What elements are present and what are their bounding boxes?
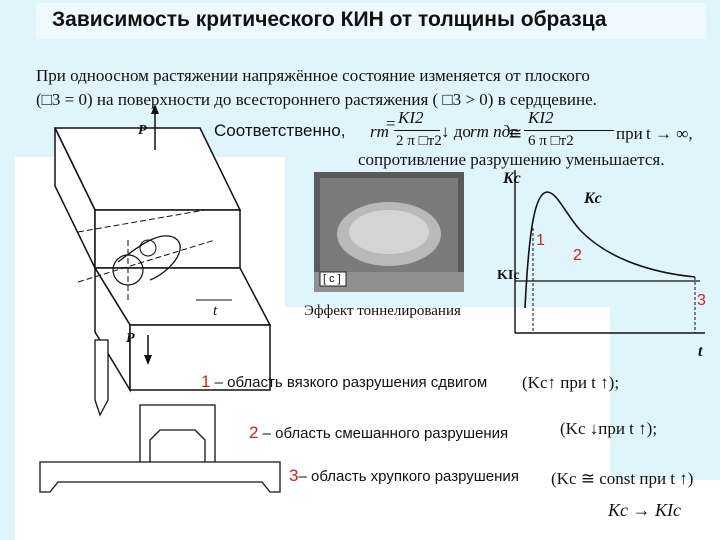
region-3-text: – область хрупкого разрушения xyxy=(298,468,519,485)
conclusion-panel xyxy=(610,480,720,540)
fracture-photo xyxy=(314,172,464,292)
formula-num-2: KI2 xyxy=(528,108,554,127)
thickness-label: t xyxy=(213,303,218,319)
formula-limit: t → ∞, xyxy=(646,124,693,143)
region-1-number: 1 xyxy=(201,372,211,391)
axis-dashed-2 xyxy=(77,239,216,283)
plot-zone-2: 2 xyxy=(573,247,582,264)
force-arrow-top-head xyxy=(151,104,159,114)
profile-mixed xyxy=(139,404,216,466)
axis-dashed-1 xyxy=(77,209,206,233)
photo-caption: Эффект тоннелирования xyxy=(304,303,461,319)
plot-kic-label: KIc xyxy=(497,268,520,283)
conclusion: Kc → KIc xyxy=(608,500,681,520)
crack-front xyxy=(117,235,181,281)
photo-tag: [ c ] xyxy=(323,273,341,285)
intro-line-1: При одноосном растяжении напряжённое сос… xyxy=(36,66,590,85)
region-1-text: – область вязкого разрушения сдвигом xyxy=(210,374,488,391)
formula-r-tpd: rт пдс xyxy=(470,122,518,141)
plot-zone-3: 3 xyxy=(697,292,706,309)
force-arrow-bottom-head xyxy=(144,355,152,365)
formula-den-2: 6 π □т2 xyxy=(528,133,574,149)
region-3-number: 3 xyxy=(289,466,299,485)
region-3-note: (Kc ≅ const при t ↑) xyxy=(551,469,694,488)
plastic-zone-small xyxy=(139,239,157,257)
formula-prefix: Соответственно, xyxy=(214,121,346,140)
profile-thin xyxy=(94,339,109,417)
formula-eq: = xyxy=(386,114,396,133)
formula-arrow-to: ↓ до xyxy=(441,122,471,141)
specimen-drawing xyxy=(39,104,281,493)
page-title: Зависимость критического КИН от толщины … xyxy=(52,8,607,31)
formula-num-1: KI2 xyxy=(398,108,424,127)
plot-zone-1: 1 xyxy=(536,232,545,249)
regions-panel xyxy=(285,307,610,540)
formula-den-1: 2 π □т2 xyxy=(396,133,442,149)
region-2: 2 – область смешанного разрушения xyxy=(249,423,508,443)
formula-r-t: rт xyxy=(370,122,389,141)
kc-curve xyxy=(524,191,696,309)
region-2-note: (Kc ↓при t ↑); xyxy=(560,419,658,438)
plot-x-label: t xyxy=(698,343,703,360)
region-1: 1 – область вязкого разрушения сдвигом xyxy=(201,372,487,392)
region-2-number: 2 xyxy=(249,423,259,442)
profile-thick xyxy=(39,461,281,493)
plot-curve-label: Kc xyxy=(584,190,602,207)
kc-plot xyxy=(514,170,705,334)
plot-y-label: Kc xyxy=(503,170,521,187)
force-label-top: P xyxy=(138,123,147,138)
title-bar xyxy=(36,3,706,39)
region-1-note: (Kc↑ при t ↑); xyxy=(522,373,620,392)
region-2-text: – область смешанного разрушения xyxy=(258,425,509,442)
fraction-bar-1 xyxy=(394,130,440,131)
force-label-bottom: P xyxy=(126,331,135,346)
lower-block-face xyxy=(129,324,271,391)
fraction-bar-2 xyxy=(524,130,614,131)
formula-tail: сопротивление разрушению уменьшается. xyxy=(358,150,665,169)
formula-at: при xyxy=(616,124,643,143)
formula-approx: ≅ xyxy=(508,124,523,143)
intro-line-2: (□3 = 0) на поверхности до всестороннего… xyxy=(36,90,597,109)
region-3: 3– область хрупкого разрушения xyxy=(289,466,519,486)
